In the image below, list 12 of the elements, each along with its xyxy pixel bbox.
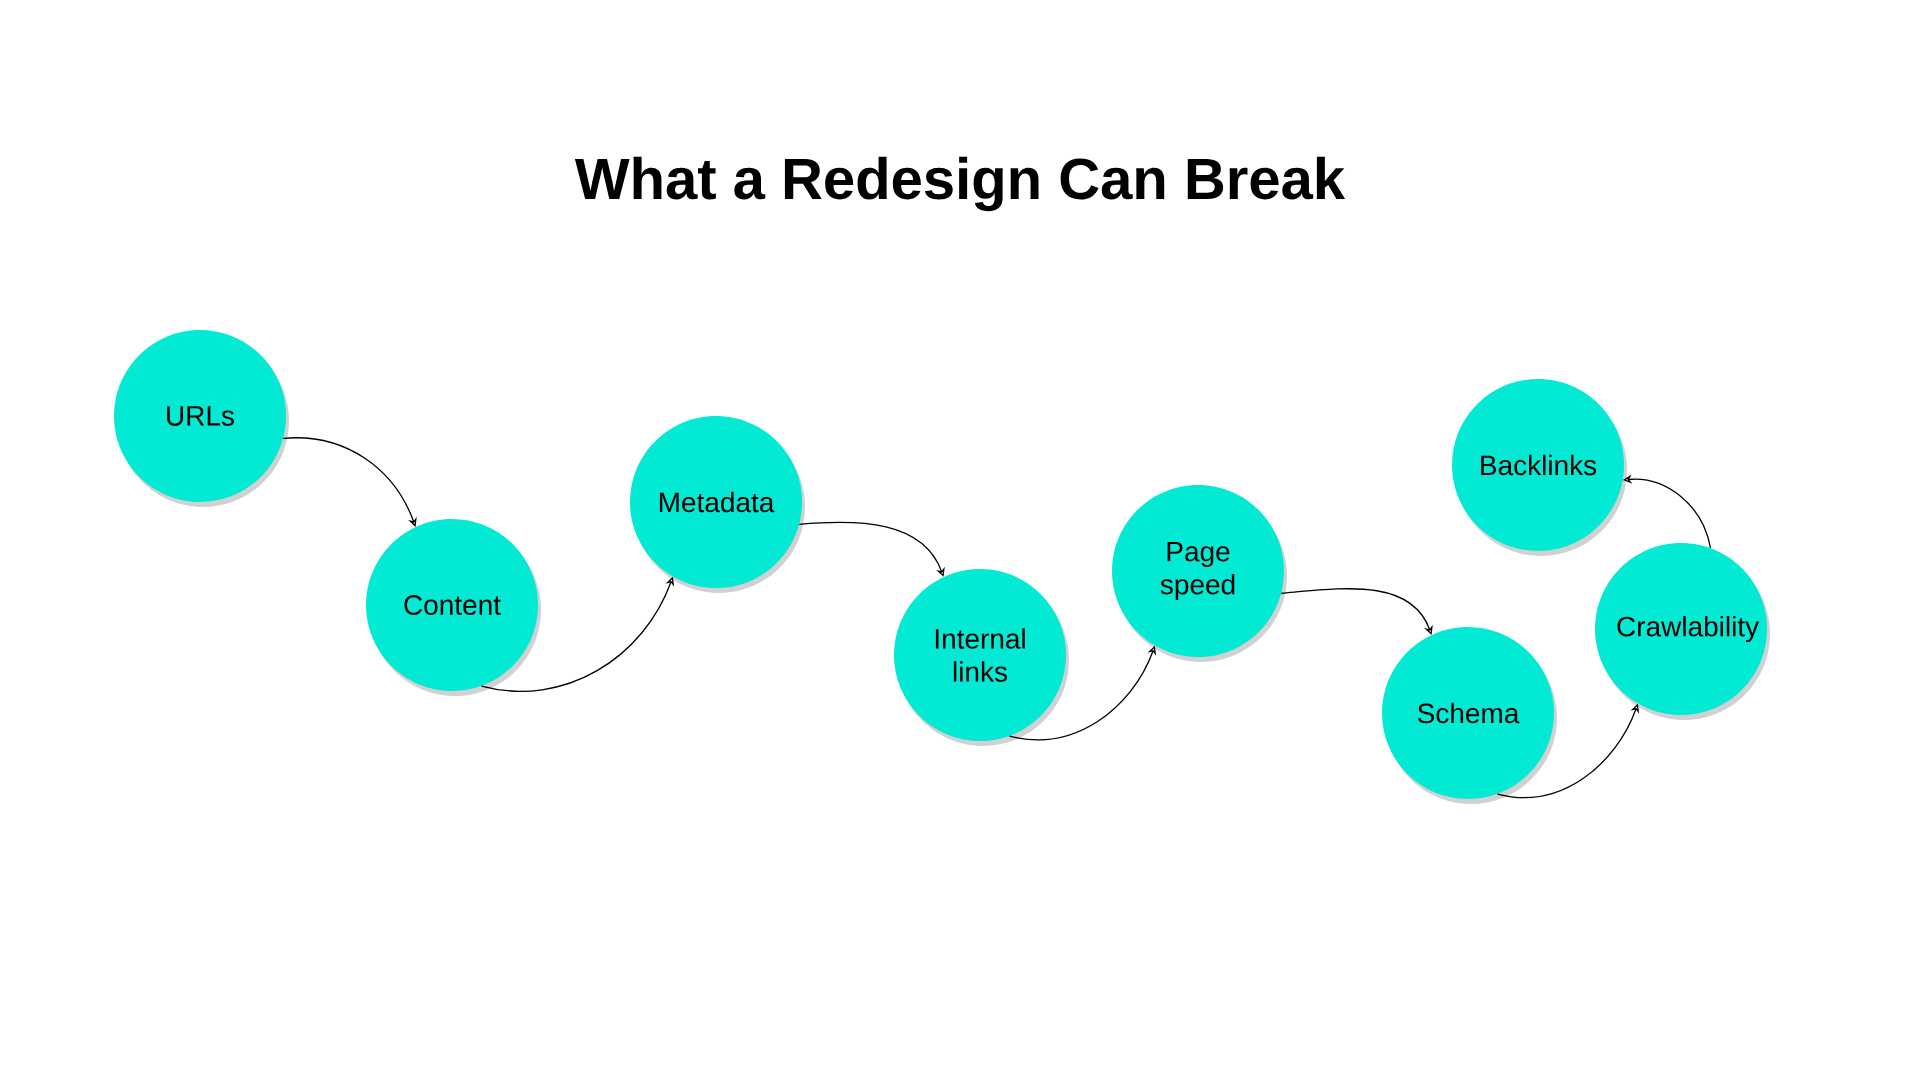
circle-node: Internal links	[894, 569, 1069, 746]
arrow	[1280, 588, 1433, 635]
arrow	[282, 437, 417, 527]
circle-node: Content	[366, 519, 541, 696]
arrow	[798, 521, 945, 577]
circle-node: Backlinks	[1452, 379, 1627, 556]
circle-node: Crawlability	[1595, 543, 1770, 720]
circle-node: Metadata	[630, 416, 805, 593]
circle-node: URLs	[114, 330, 289, 507]
title: What a Redesign Can Break	[574, 156, 1346, 212]
circle-node: Page speed	[1112, 485, 1287, 662]
circle-node: Schema	[1382, 627, 1557, 804]
